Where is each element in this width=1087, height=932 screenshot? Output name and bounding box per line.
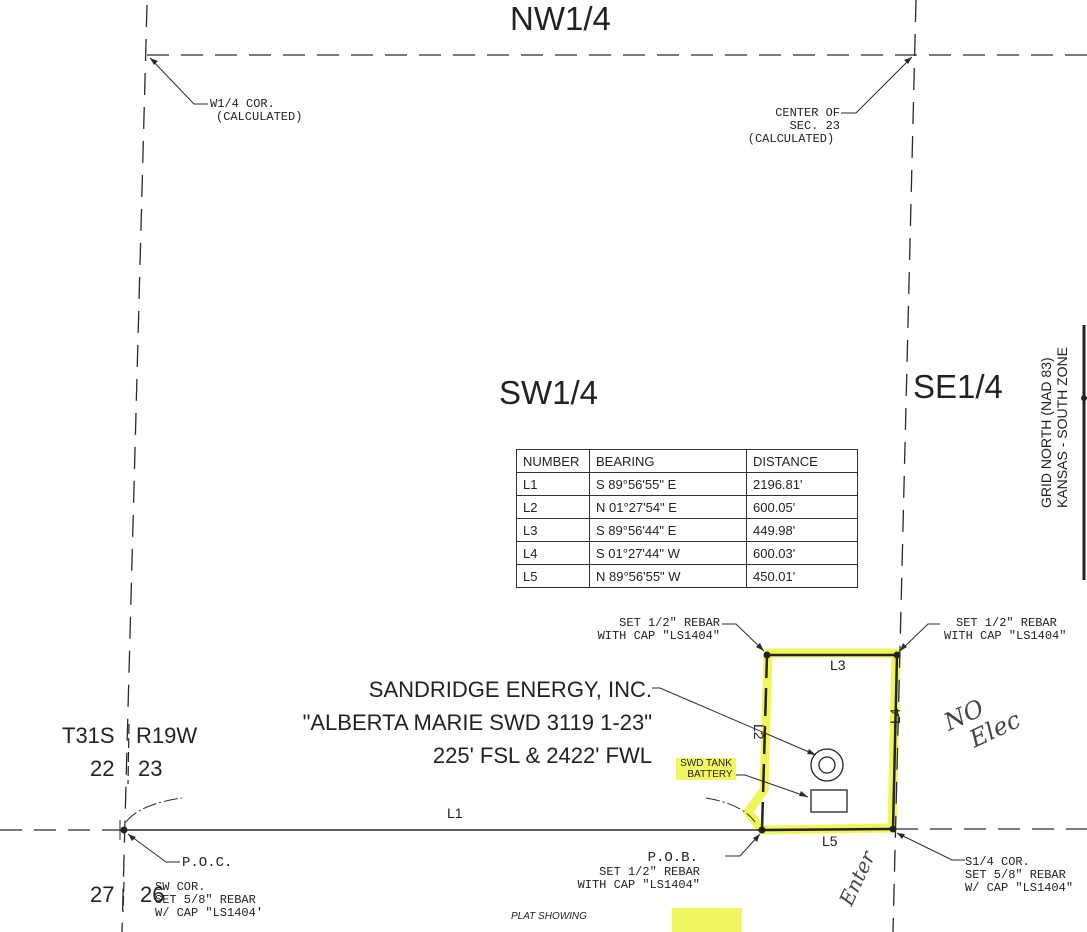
line-l2 (760, 654, 769, 831)
table-cell: L2 (516, 495, 590, 519)
tract-highlight (743, 648, 901, 835)
section-23: 23 (138, 756, 163, 781)
pob-label: P.O.B. SET 1/2" REBAR WITH CAP "LS1404" (577, 850, 700, 892)
line-table: NUMBER BEARING DISTANCE L1 S 89°56'55" E… (516, 449, 858, 588)
tank-battery-label: SWD TANK BATTERY (676, 758, 736, 780)
line-l5 (761, 827, 894, 832)
poc-point (120, 826, 128, 834)
township-label: T31S (62, 723, 115, 748)
table-row: L3 S 89°56'44" E 449.98' (516, 518, 858, 542)
table-cell: N 89°56'55" W (589, 564, 747, 588)
set-rebar-ne-label: SET 1/2" REBAR WITH CAP "LS1404" (944, 616, 1067, 643)
nw-rebar-point (763, 651, 771, 659)
center-north-south-line (892, 0, 917, 932)
line-l4 (891, 654, 899, 830)
poc-detail-label: SW COR. SET 5/8" REBAR W/ CAP "LS1404' (155, 880, 264, 920)
l3-label: L3 (830, 657, 846, 673)
table-cell: L1 (516, 472, 590, 496)
well-name: "ALBERTA MARIE SWD 3119 1-23" (302, 710, 652, 735)
l4-label: L4 (887, 708, 903, 724)
section-27: 27 (90, 882, 115, 907)
well-symbol-outer (810, 748, 844, 782)
s-quarter-corner-label: S1/4 COR. SET 5/8" REBAR W/ CAP "LS1404" (965, 855, 1074, 895)
ne-rebar-point (893, 651, 901, 659)
table-cell: 449.98' (746, 518, 858, 542)
section-26: 26 (140, 882, 165, 907)
se-quarter-label: SE1/4 (913, 368, 1003, 405)
table-cell: 600.05' (746, 495, 858, 519)
nw-quarter-label: NW1/4 (510, 0, 611, 37)
table-row: L4 S 01°27'44" W 600.03' (516, 541, 858, 565)
sw-quarter-label: SW1/4 (499, 374, 599, 411)
table-header-row: NUMBER BEARING DISTANCE (516, 449, 858, 473)
center-of-section-label: CENTER OF SEC. 23 (CALCULATED) (747, 106, 840, 146)
s-quarter-point (889, 825, 897, 833)
table-header: NUMBER (516, 449, 590, 473)
table-cell: 450.01' (746, 564, 858, 588)
section-divider (122, 882, 125, 912)
well-symbol-inner (818, 756, 836, 774)
w-quarter-corner-label: W1/4 COR. (CALCULATED) (210, 97, 303, 124)
well-operator: SANDRIDGE ENERGY, INC. (368, 677, 652, 702)
table-cell: S 89°56'44" E (589, 518, 747, 542)
well-location: 225' FSL & 2422' FWL (432, 743, 652, 768)
west-section-line (121, 4, 148, 932)
table-cell: L3 (516, 518, 590, 542)
tank-battery-box (810, 789, 848, 813)
table-cell: L4 (516, 541, 590, 565)
pob-point (758, 826, 766, 834)
range-label: R19W (136, 723, 198, 748)
l5-label: L5 (822, 833, 838, 849)
table-cell: 600.03' (746, 541, 858, 565)
table-cell: 2196.81' (746, 472, 858, 496)
township-divider (127, 724, 130, 784)
table-cell: N 01°27'54" E (589, 495, 747, 519)
table-cell: L5 (516, 564, 590, 588)
section-22: 22 (90, 756, 115, 781)
plat-showing-label: PLAT SHOWING (511, 911, 587, 922)
table-header: BEARING (589, 449, 747, 473)
l1-label: L1 (447, 805, 463, 821)
table-cell: S 89°56'55" E (589, 472, 747, 496)
table-row: L1 S 89°56'55" E 2196.81' (516, 472, 858, 496)
table-row: L2 N 01°27'54" E 600.05' (516, 495, 858, 519)
l2-label: L2 (751, 724, 767, 740)
table-row: L5 N 89°56'55" W 450.01' (516, 564, 858, 588)
poc-label: P.O.C. (182, 855, 233, 871)
table-cell: S 01°27'44" W (589, 541, 747, 565)
set-rebar-nw-label: SET 1/2" REBAR WITH CAP "LS1404" (597, 616, 720, 643)
grid-north-label: GRID NORTH (NAD 83) KANSAS - SOUTH ZONE (1038, 346, 1070, 508)
table-header: DISTANCE (746, 449, 858, 473)
